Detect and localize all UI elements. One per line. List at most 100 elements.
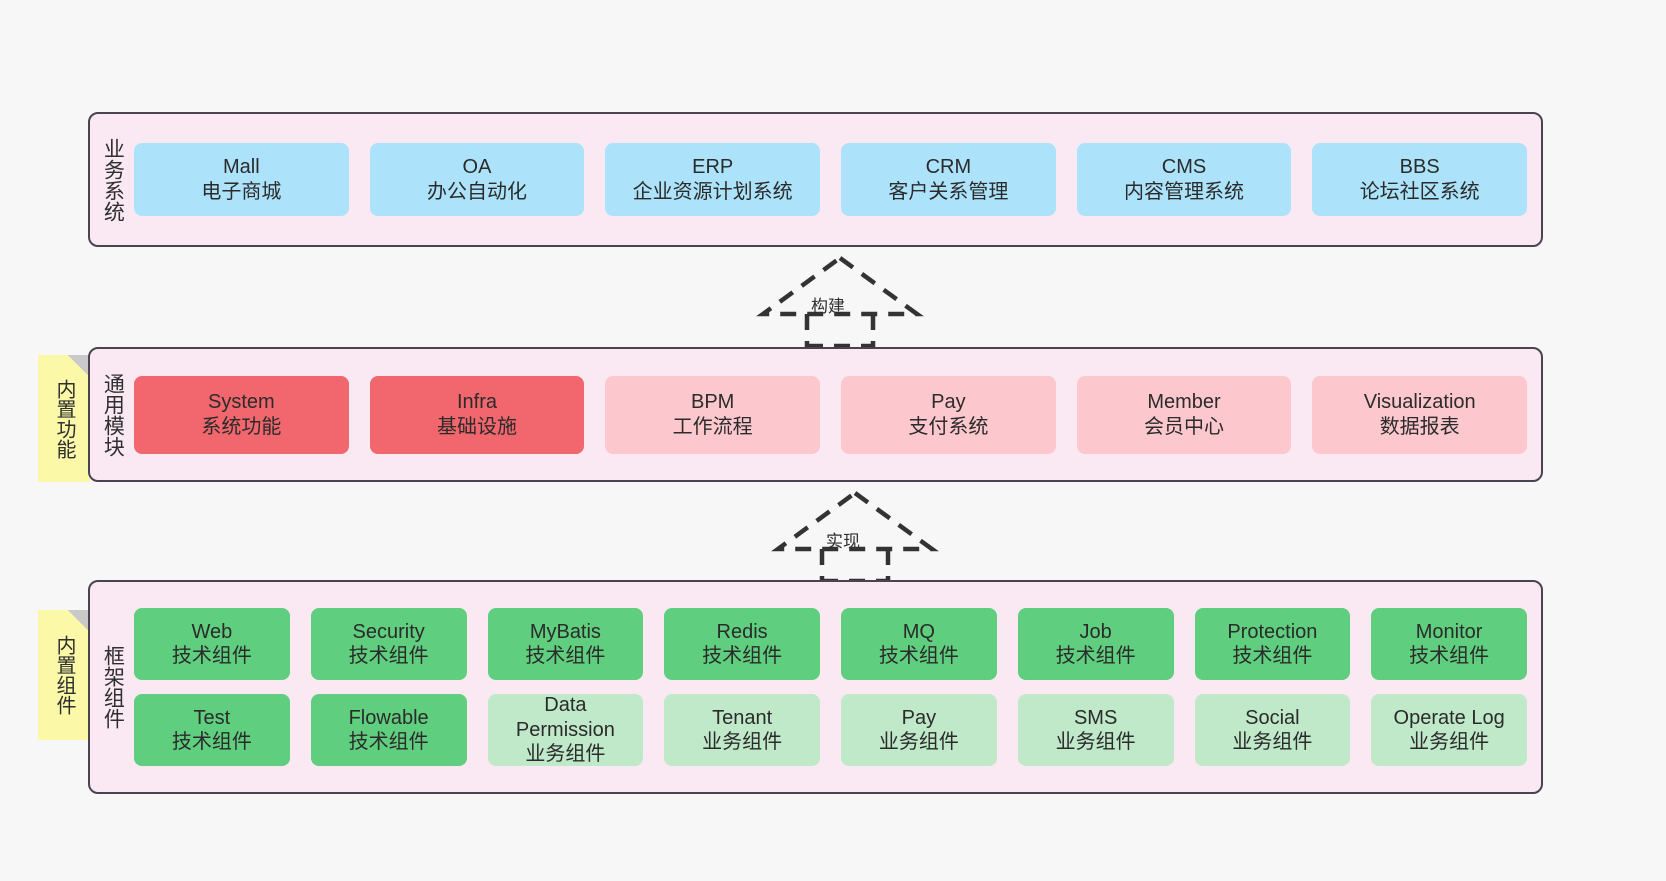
card-title-cn: 内容管理系统 bbox=[1124, 180, 1245, 203]
card-title-en: SMS bbox=[1073, 706, 1118, 729]
card-title-en: Redis bbox=[716, 620, 768, 643]
layer-title-framework: 框架组件 bbox=[101, 645, 125, 729]
card-title-en: Mall bbox=[223, 156, 260, 179]
card-title-en: Security bbox=[352, 620, 425, 643]
card-title-en: System bbox=[207, 391, 275, 414]
layer-body-common: System 系统功能 Infra 基础设施 BPM 工作流程 Pay 支付系统… bbox=[134, 349, 1541, 480]
card-title-cn: 技术组件 bbox=[702, 645, 783, 667]
card-title-cn: 技术组件 bbox=[1055, 645, 1136, 667]
card-pay[interactable]: Pay 支付系统 bbox=[841, 375, 1056, 454]
card-title-en: MQ bbox=[902, 620, 935, 643]
card-title-cn: 业务组件 bbox=[702, 731, 783, 753]
connector-label-realize: 实现 bbox=[826, 532, 860, 551]
card-title-cn: 会员中心 bbox=[1144, 415, 1225, 438]
card-title-en: Social bbox=[1245, 706, 1300, 729]
card-protection[interactable]: Protection 技术组件 bbox=[1194, 608, 1351, 680]
card-title-cn: 论坛社区系统 bbox=[1359, 180, 1480, 203]
card-title-cn: 基础设施 bbox=[437, 415, 517, 438]
card-bbs[interactable]: BBS 论坛社区系统 bbox=[1312, 143, 1528, 216]
card-social[interactable]: Social 业务组件 bbox=[1194, 694, 1351, 766]
card-bpm[interactable]: BPM 工作流程 bbox=[605, 375, 821, 454]
generalization-arrow-icon bbox=[771, 490, 939, 584]
card-title-en: OA bbox=[462, 156, 492, 179]
card-security[interactable]: Security 技术组件 bbox=[310, 608, 467, 680]
card-data-permission[interactable]: Data Permission 业务组件 bbox=[487, 694, 644, 766]
card-sms[interactable]: SMS 业务组件 bbox=[1017, 694, 1174, 766]
card-title-en: Web bbox=[191, 620, 233, 643]
layer-title-business: 业务系统 bbox=[101, 137, 125, 222]
card-infra[interactable]: Infra 基础设施 bbox=[369, 375, 585, 454]
card-title-cn: 办公自动化 bbox=[427, 180, 527, 203]
connector-label-build: 构建 bbox=[811, 297, 845, 316]
card-title-cn: 业务组件 bbox=[525, 743, 606, 766]
card-system[interactable]: System 系统功能 bbox=[134, 375, 349, 454]
card-tenant[interactable]: Tenant 业务组件 bbox=[664, 694, 820, 766]
generalization-arrow-icon bbox=[756, 255, 924, 349]
sticky-note-builtin-features: 内置功能 bbox=[38, 355, 90, 482]
card-title-en: Monitor bbox=[1415, 620, 1483, 643]
framework-tech-row: Web 技术组件 Security 技术组件 MyBatis 技术组件 Redi… bbox=[134, 608, 1527, 680]
page-fold-icon bbox=[68, 610, 90, 632]
card-title-en: Pay bbox=[931, 391, 966, 414]
card-title-cn: 电子商城 bbox=[201, 180, 282, 203]
card-title-cn: 业务组件 bbox=[1409, 731, 1490, 753]
card-title-en: BPM bbox=[691, 391, 735, 414]
card-title-cn: 客户关系管理 bbox=[888, 180, 1009, 203]
card-member[interactable]: Member 会员中心 bbox=[1076, 375, 1292, 454]
card-title-cn: 技术组件 bbox=[525, 645, 606, 667]
card-erp[interactable]: ERP 企业资源计划系统 bbox=[605, 143, 821, 216]
card-monitor[interactable]: Monitor 技术组件 bbox=[1371, 608, 1527, 680]
card-title-cn: 技术组件 bbox=[171, 645, 252, 667]
card-mall[interactable]: Mall 电子商城 bbox=[134, 143, 349, 216]
page-fold-icon bbox=[68, 355, 90, 377]
card-title-cn: 业务组件 bbox=[878, 731, 959, 753]
card-crm[interactable]: CRM 客户关系管理 bbox=[841, 143, 1056, 216]
card-title-en: Data Permission bbox=[515, 694, 615, 741]
card-title-en: Tenant bbox=[712, 706, 773, 729]
card-mybatis[interactable]: MyBatis 技术组件 bbox=[487, 608, 644, 680]
card-pay-business[interactable]: Pay 业务组件 bbox=[841, 694, 997, 766]
card-title-en: ERP bbox=[692, 156, 734, 179]
card-title-en: Visualization bbox=[1363, 391, 1476, 414]
card-title-en: Protection bbox=[1227, 620, 1318, 643]
card-title-en: CRM bbox=[925, 156, 972, 179]
card-title-cn: 支付系统 bbox=[908, 415, 989, 438]
card-web[interactable]: Web 技术组件 bbox=[134, 608, 290, 680]
layer-framework-components: 框架组件 Web 技术组件 Security 技术组件 MyBatis 技术组件… bbox=[88, 580, 1543, 794]
layer-business-systems: 业务系统 Mall 电子商城 OA 办公自动化 ERP 企业资源计划系统 CRM… bbox=[88, 112, 1543, 247]
card-redis[interactable]: Redis 技术组件 bbox=[664, 608, 820, 680]
card-job[interactable]: Job 技术组件 bbox=[1017, 608, 1174, 680]
layer-body-business: Mall 电子商城 OA 办公自动化 ERP 企业资源计划系统 CRM 客户关系… bbox=[134, 114, 1541, 245]
connector-realize: 实现 bbox=[760, 487, 950, 584]
card-title-cn: 技术组件 bbox=[878, 645, 959, 667]
layer-common-modules: 通用模块 System 系统功能 Infra 基础设施 BPM 工作流程 Pay… bbox=[88, 347, 1543, 482]
connector-build: 构建 bbox=[745, 252, 935, 349]
card-test[interactable]: Test 技术组件 bbox=[134, 694, 290, 766]
card-title-en: Member bbox=[1147, 391, 1221, 414]
card-oa[interactable]: OA 办公自动化 bbox=[369, 143, 585, 216]
card-mq[interactable]: MQ 技术组件 bbox=[841, 608, 997, 680]
card-title-cn: 企业资源计划系统 bbox=[632, 180, 793, 203]
layer-body-framework: Web 技术组件 Security 技术组件 MyBatis 技术组件 Redi… bbox=[134, 582, 1541, 792]
card-title-cn: 数据报表 bbox=[1379, 415, 1460, 438]
card-title-cn: 技术组件 bbox=[1409, 645, 1490, 667]
card-flowable[interactable]: Flowable 技术组件 bbox=[310, 694, 467, 766]
framework-business-row: Test 技术组件 Flowable 技术组件 Data Permission … bbox=[134, 694, 1527, 766]
sticky-note-label: 内置功能 bbox=[53, 378, 75, 459]
card-title-en: Operate Log bbox=[1393, 706, 1505, 729]
card-title-cn: 技术组件 bbox=[348, 645, 429, 667]
card-operate-log[interactable]: Operate Log 业务组件 bbox=[1371, 694, 1527, 766]
card-title-cn: 技术组件 bbox=[348, 731, 429, 753]
sticky-note-label: 内置组件 bbox=[53, 635, 75, 715]
card-title-en: CMS bbox=[1161, 156, 1207, 179]
card-title-en: Flowable bbox=[348, 706, 429, 729]
card-cms[interactable]: CMS 内容管理系统 bbox=[1076, 143, 1292, 216]
card-visualization[interactable]: Visualization 数据报表 bbox=[1312, 375, 1528, 454]
card-title-en: Infra bbox=[456, 391, 498, 414]
card-title-cn: 工作流程 bbox=[672, 415, 753, 438]
card-title-cn: 技术组件 bbox=[171, 731, 252, 753]
card-title-en: BBS bbox=[1399, 156, 1440, 179]
business-cards-row: Mall 电子商城 OA 办公自动化 ERP 企业资源计划系统 CRM 客户关系… bbox=[134, 143, 1528, 216]
card-title-en: Job bbox=[1079, 620, 1112, 643]
